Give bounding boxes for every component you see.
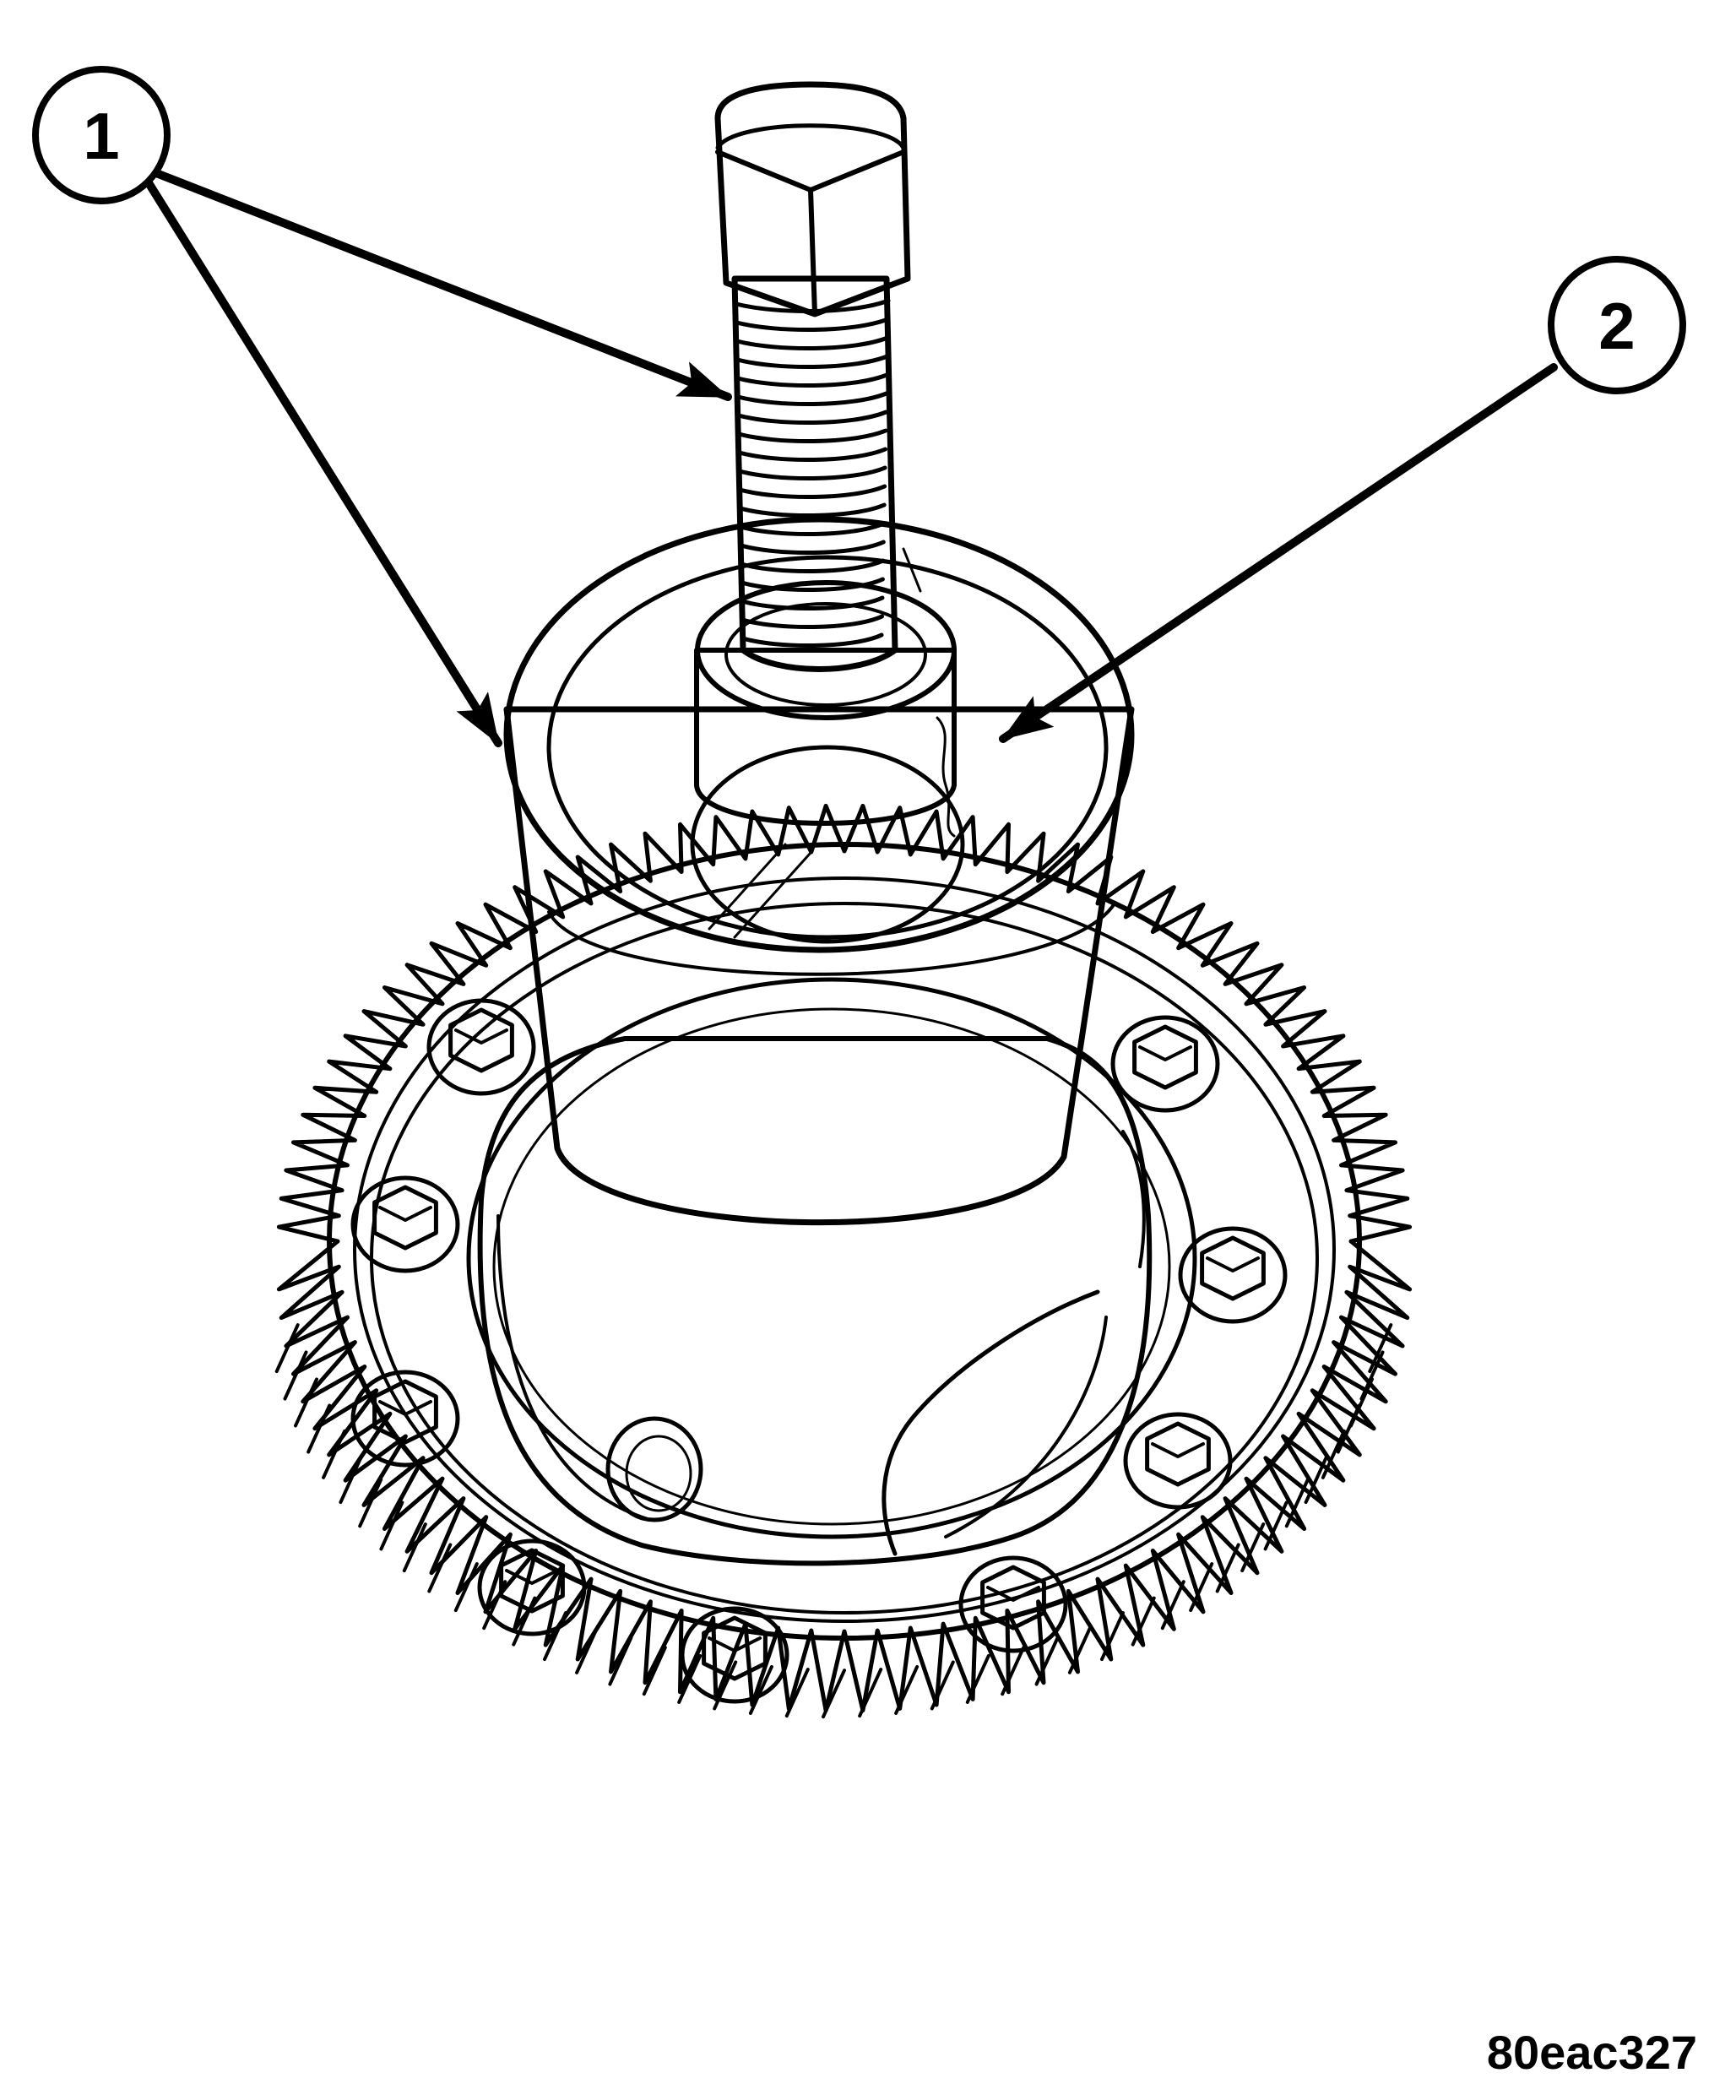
figure-id: 80eac327 [1487,2026,1697,2079]
screw-thread [740,595,885,611]
screw-thread [739,558,886,574]
ring-gear-bolt [426,998,536,1096]
gear-tooth-face [822,1669,846,1719]
screw-thread [736,410,888,426]
callout-2-label: 2 [1598,289,1635,363]
gear-tooth-face [512,1596,537,1647]
gear-tooth-face [1001,1646,1026,1696]
ring-gear-bolt [680,1606,789,1704]
screw-thread [737,447,887,463]
callout-1-label: 1 [83,99,119,173]
screw-thread [735,372,889,388]
forcing-screw [731,275,898,672]
callout-1-leaders [144,169,732,747]
ring-gear-bolt [350,1370,460,1468]
screw-thread [738,502,887,518]
gear-tooth-face [965,1653,990,1704]
gear-tooth-face [575,1624,600,1674]
gear-tooth-face [543,1611,567,1662]
callout-2-leader [999,363,1558,743]
screw-thread [734,317,891,333]
gear-tooth-face [339,1454,364,1505]
differential-case-flange [466,977,1197,1539]
gear-tooth-face [322,1429,347,1479]
ring-gear-bolt [958,1555,1068,1653]
gear-tooth-face [1067,1624,1093,1674]
screw-thread [740,614,885,630]
screw-thread [735,391,889,407]
gear-tooth-face [1284,1478,1310,1528]
gear-tooth-face [453,1562,479,1613]
gear-tooth-face [283,1350,308,1401]
screw-thread [737,465,887,481]
gear-tooth-face [307,1403,332,1454]
gear-tooth-face [608,1636,633,1686]
gear-tooth-face [930,1660,955,1711]
puller-center-adapter [690,580,965,944]
forcing-screw-hex-head [714,81,911,317]
gear-tooth-face [1336,1403,1361,1454]
gear-tooth-face [294,1377,318,1428]
gear-tooth-face [1263,1500,1288,1551]
gear-tooth-face [274,1323,300,1374]
gear-tooth-profile [276,803,1413,1713]
ring-gear-bolt [1178,1226,1288,1324]
gear-tooth-face [1304,1454,1329,1505]
screw-thread [739,540,886,556]
ring-gear-bolt [1110,1015,1220,1113]
gear-tooth-face [1189,1562,1214,1613]
screw-thread [738,521,887,537]
screw-thread [737,484,887,500]
ring-gear-teeth [274,803,1413,1719]
gear-tooth-face [427,1543,453,1593]
screw-thread [735,335,890,351]
gear-tooth-face [379,1500,404,1551]
gear-tooth-face [1215,1543,1240,1593]
gear-tooth-face [858,1668,883,1718]
differential-case-hub [477,1036,1153,1566]
gear-tooth-face [784,1668,810,1718]
callout-2: 2 [1548,256,1686,394]
gear-tooth-face [1321,1429,1346,1479]
gear-tooth-face [1100,1611,1125,1662]
gear-tooth-face [642,1646,667,1696]
gear-tooth-face [402,1522,427,1573]
screw-thread [735,354,890,370]
puller-cup [503,516,1135,1226]
ring-gear-bolt [477,1538,587,1636]
callout-1: 1 [32,66,171,204]
gear-tooth-face [894,1664,920,1715]
gear-tooth-face [1368,1323,1393,1374]
ring-gear-bolt [1123,1412,1233,1510]
gear-tooth-face [1034,1636,1060,1686]
screw-thread [740,577,885,593]
gear-tooth-face [748,1664,773,1715]
ring-gear-bolt [350,1175,460,1273]
ring-gear-bolts [350,998,1288,1704]
screw-thread [736,428,888,444]
screw-thread [741,632,884,648]
gear-tooth-face [1240,1522,1266,1573]
gear-tooth-face [1131,1596,1156,1647]
gear-tooth-face [358,1478,383,1528]
gear-tooth-face [1160,1580,1185,1631]
